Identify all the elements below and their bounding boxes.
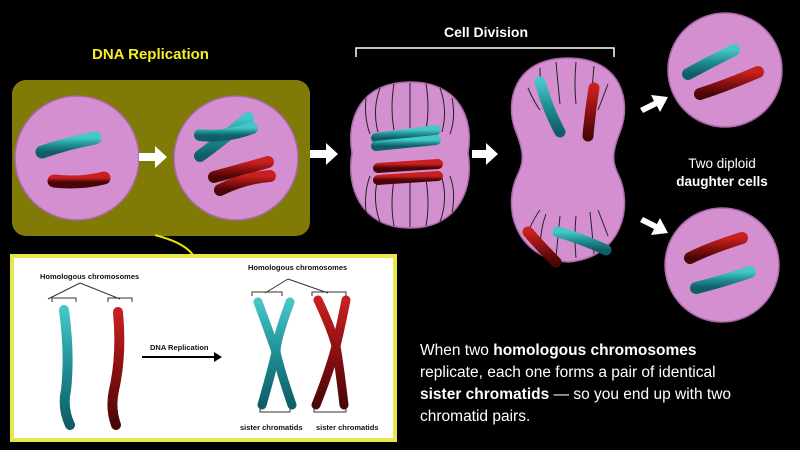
cell-division-bracket: [355, 47, 615, 57]
inset-panel: [10, 254, 397, 442]
dividing-cell-2: [510, 57, 626, 268]
body-text-part: replicate, each one forms a pair of iden…: [420, 364, 716, 381]
red-chromosome: [47, 171, 111, 189]
body-bold-homologous: homologous chromosomes: [493, 342, 697, 359]
arrow-right-icon: [139, 146, 167, 168]
cell-division-title: Cell Division: [443, 24, 529, 40]
inset-dna-replication-label: DNA Replication: [150, 343, 209, 352]
cell-after-replication: [173, 95, 299, 221]
daughter-cells-caption: Two diploid daughter cells: [670, 155, 774, 191]
arrow-down-right-icon: [640, 217, 668, 235]
inset-homologous-right: Homologous chromosomes: [248, 263, 348, 272]
cell-before-replication: [14, 95, 140, 221]
body-bold-sister: sister chromatids: [420, 386, 550, 403]
daughter-cell-top: [667, 12, 783, 128]
arrow-right-icon: [472, 143, 498, 165]
inset-sister-left: sister chromatids: [240, 423, 303, 432]
inset-sister-right: sister chromatids: [316, 423, 379, 432]
explanation-text: When two homologous chromosomes replicat…: [420, 340, 750, 428]
arrow-right-icon: [310, 143, 338, 165]
dividing-cell-1: [349, 81, 471, 229]
dna-replication-title: DNA Replication: [92, 46, 209, 63]
daughter-cell-bottom: [664, 207, 780, 323]
daughter-cells-label: daughter cells: [676, 174, 768, 189]
teal-chromosome: [35, 131, 102, 159]
inset-homologous-left: Homologous chromosomes: [40, 272, 140, 281]
two-diploid-label: Two diploid: [688, 156, 756, 171]
body-text-part: When two: [420, 342, 494, 359]
arrow-up-right-icon: [640, 95, 668, 113]
body-text-part: — so you end up with two chromatid pairs…: [420, 386, 732, 425]
